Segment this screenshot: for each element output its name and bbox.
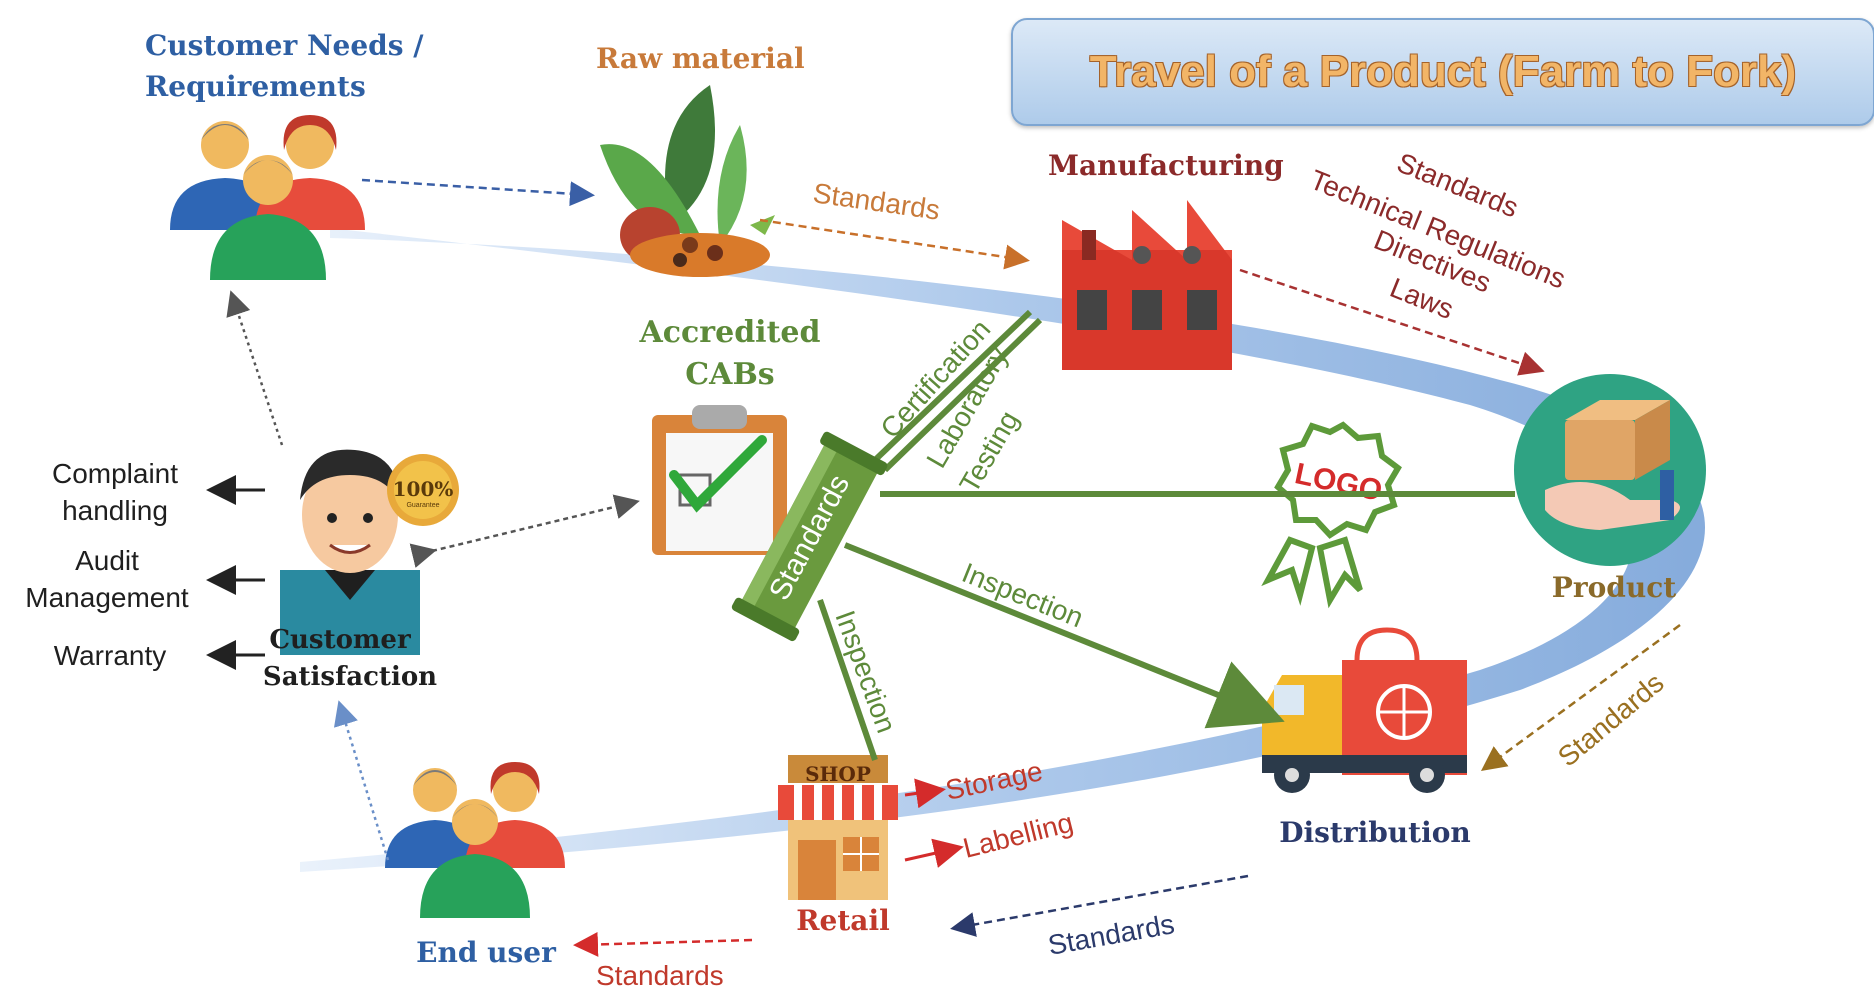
customer-needs-label-line1: Customer Needs / bbox=[145, 29, 424, 62]
flow-arrows bbox=[206, 178, 1681, 957]
audit-label-line2: Management bbox=[25, 582, 189, 613]
arrow-product-to-distribution bbox=[1480, 623, 1681, 771]
shop-sign-text: SHOP bbox=[805, 762, 871, 786]
inspection-retail-label: Inspection bbox=[829, 606, 902, 737]
certification-logo-seal-icon: LOGO bbox=[1261, 421, 1402, 609]
complaint-label-line1: Complaint bbox=[52, 458, 178, 489]
guarantee-seal-icon: 100% Guarantee bbox=[387, 454, 459, 526]
end-user-group-icon bbox=[385, 762, 565, 918]
customer-needs-label-line2: Requirements bbox=[145, 70, 366, 103]
arrow-satisfaction-cabs bbox=[409, 494, 640, 568]
raw-material-icon bbox=[600, 85, 775, 277]
end-user-label: End user bbox=[416, 936, 557, 969]
page-title: Travel of a Product (Farm to Fork) bbox=[1089, 47, 1797, 96]
complaint-label-line2: handling bbox=[62, 495, 168, 526]
satisfied-customer-icon bbox=[280, 449, 420, 655]
arrow-manufacturing-to-product bbox=[1239, 268, 1545, 376]
warranty-label: Warranty bbox=[54, 640, 167, 671]
shop-icon bbox=[778, 755, 898, 900]
delivery-truck-icon bbox=[1262, 627, 1467, 793]
arrow-raw-to-manufacturing bbox=[759, 218, 1030, 270]
arrow-satisfaction-to-customer bbox=[226, 290, 284, 446]
standards-hub-connectors bbox=[817, 309, 1515, 761]
arrow-retail-labelling bbox=[904, 838, 964, 868]
distribution-label: Distribution bbox=[1279, 816, 1471, 849]
satisfaction-label-line1: Customer bbox=[269, 625, 411, 655]
raw-material-label: Raw material bbox=[596, 42, 805, 75]
guarantee-text: 100% bbox=[393, 477, 454, 501]
cabs-label-line2: CABs bbox=[685, 357, 774, 392]
standards-retail-enduser-label: Standards bbox=[596, 960, 724, 991]
retail-label: Retail bbox=[796, 904, 889, 937]
product-label: Product bbox=[1552, 571, 1676, 604]
audit-label-line1: Audit bbox=[75, 545, 139, 576]
arrow-customer-to-raw bbox=[361, 178, 595, 207]
labelling-label: Labelling bbox=[960, 807, 1076, 864]
clipboard-check-icon bbox=[652, 405, 787, 555]
product-icon bbox=[1514, 374, 1706, 566]
arrow-end-user-to-satisfaction bbox=[333, 700, 390, 861]
factory-icon bbox=[1062, 200, 1232, 370]
standards-raw-manufacturing-label: Standards bbox=[811, 177, 942, 225]
cabs-label-line1: Accredited bbox=[639, 315, 821, 350]
satisfaction-label-line2: Satisfaction bbox=[263, 662, 437, 692]
standards-product-distribution-label: Standards bbox=[1552, 667, 1670, 773]
manufacturing-label: Manufacturing bbox=[1048, 149, 1284, 182]
guarantee-sub-text: Guarantee bbox=[406, 502, 439, 509]
arrow-retail-storage bbox=[904, 778, 946, 809]
arrow-distribution-to-retail bbox=[950, 874, 1249, 937]
title-banner: Travel of a Product (Farm to Fork) bbox=[1011, 18, 1874, 126]
arrow-retail-to-end-user bbox=[573, 931, 753, 957]
customer-group-icon bbox=[170, 115, 365, 280]
standards-distribution-retail-label: Standards bbox=[1046, 908, 1177, 961]
